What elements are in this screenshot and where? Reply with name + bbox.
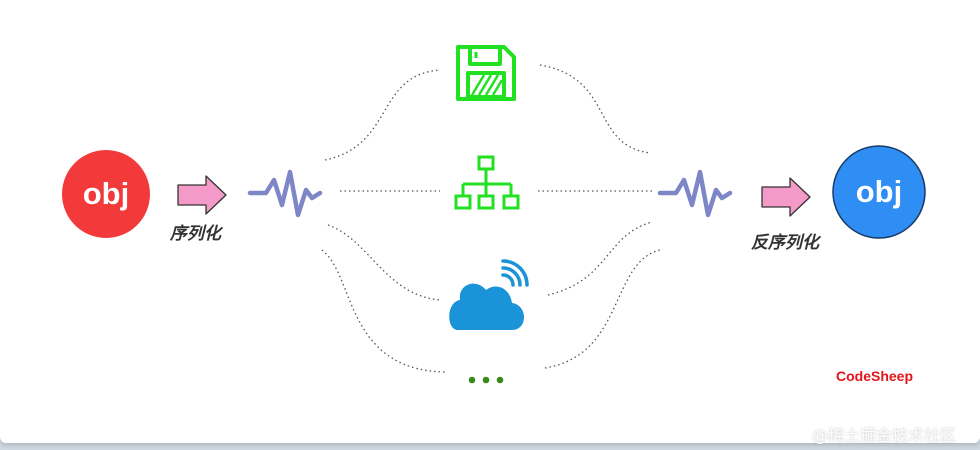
- floppy-disk-icon: [456, 45, 516, 101]
- target-object-circle: [832, 145, 926, 239]
- connector-right-more: [544, 249, 661, 369]
- source-object-circle: [62, 150, 150, 238]
- connector-right-cloud: [547, 221, 653, 296]
- connector-right-storage: [539, 64, 651, 154]
- serialize-label: 序列化: [170, 224, 221, 244]
- left-connectors: [321, 69, 446, 373]
- left-signal-wave-icon: [247, 169, 323, 218]
- source-object-label: obj: [82, 176, 130, 211]
- connector-left-more: [321, 249, 446, 373]
- serialize-arrow-icon: [177, 175, 227, 215]
- cloud-wireless-icon: [449, 259, 529, 330]
- right-connectors: [538, 64, 661, 369]
- deserialize-label: 反序列化: [751, 233, 819, 253]
- deserialize-arrow-icon: [761, 177, 811, 217]
- right-signal-wave-icon: [657, 169, 733, 218]
- network-tree-icon: [454, 155, 520, 210]
- connector-left-storage: [324, 69, 441, 161]
- watermark: @稀土掘金技术社区: [812, 426, 957, 445]
- target-object-label: obj: [855, 174, 903, 209]
- ellipsis-icon: [468, 376, 504, 384]
- brand-label: CodeSheep: [836, 368, 914, 384]
